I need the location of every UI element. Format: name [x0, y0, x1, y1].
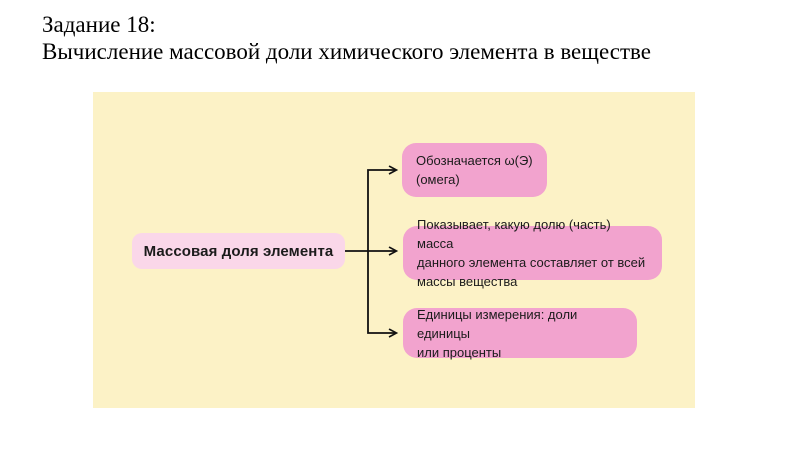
node-label-meaning: Показывает, какую долю (часть) масса дан… — [417, 217, 646, 289]
slide-title-line1: Задание 18: — [42, 12, 156, 37]
diagram-panel: Массовая доля элемента Обозначается ω(Э)… — [93, 92, 695, 408]
diagram-node-meaning: Показывает, какую долю (часть) масса дан… — [403, 217, 662, 289]
slide-title-line2: Вычисление массовой доли химического эле… — [42, 39, 651, 64]
node-label-units: Единицы измерения: доли единицы или проц… — [417, 306, 578, 360]
root-node-label: Массовая доля элемента — [143, 242, 334, 260]
root-node-mass-fraction: Массовая доля элемента — [132, 233, 345, 269]
diagram-node-units: Единицы измерения: доли единицы или проц… — [403, 307, 637, 360]
diagram-node-designation: Обозначается ω(Э) (омега) — [402, 143, 547, 197]
slide-title: Задание 18: Вычисление массовой доли хим… — [42, 11, 651, 65]
node-label-designation: Обозначается ω(Э) (омега) — [416, 153, 533, 187]
